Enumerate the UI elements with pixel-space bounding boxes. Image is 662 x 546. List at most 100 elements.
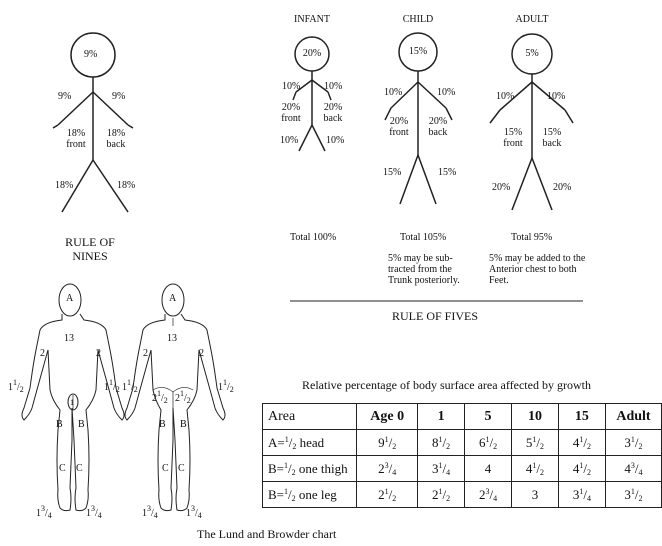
infant-leg-left-label: 10% bbox=[280, 135, 298, 146]
table-header-age: 15 bbox=[558, 404, 605, 430]
child-leg-right-label: 15% bbox=[438, 167, 456, 178]
nines-front-label: 18%front bbox=[62, 128, 90, 150]
front-leg-left-label: C bbox=[59, 463, 66, 474]
child-arm-left-label: 10% bbox=[384, 87, 402, 98]
adult-total: Total 95% bbox=[511, 232, 552, 243]
chart-title: The Lund and Browder chart bbox=[197, 527, 336, 541]
fives-title: RULE OF FIVES bbox=[350, 309, 520, 323]
table-cell-area: B=1/2 one thigh bbox=[263, 456, 357, 482]
table-header-age: 10 bbox=[512, 404, 559, 430]
table-cell-value: 31/2 bbox=[605, 430, 661, 456]
table-header-age: 1 bbox=[418, 404, 465, 430]
adult-note: 5% may be added to the Anterior chest to… bbox=[489, 253, 585, 286]
table-cell-value: 41/2 bbox=[512, 456, 559, 482]
front-upper-arm-right-label: 2 bbox=[96, 348, 101, 359]
table-cell-value: 3 bbox=[512, 482, 559, 508]
front-thigh-right-label: B bbox=[78, 419, 85, 430]
table-caption: Relative percentage of body surface area… bbox=[302, 378, 591, 392]
adult-arm-left-label: 10% bbox=[496, 91, 514, 102]
back-forearm-left-label: 11/2 bbox=[122, 378, 138, 394]
child-head-label: 15% bbox=[403, 46, 433, 57]
child-front-label: 20%front bbox=[383, 116, 415, 138]
table-cell-value: 31/2 bbox=[605, 482, 661, 508]
front-forearm-right-label: 11/2 bbox=[104, 378, 120, 394]
table-cell-value: 61/2 bbox=[465, 430, 512, 456]
table-cell-area: B=1/2 one leg bbox=[263, 482, 357, 508]
table-cell-value: 21/2 bbox=[357, 482, 418, 508]
nines-arm-right-label: 9% bbox=[112, 91, 125, 102]
table-cell-value: 41/2 bbox=[558, 430, 605, 456]
table-header-age: Adult bbox=[605, 404, 661, 430]
adult-arm-right-label: 10% bbox=[547, 91, 565, 102]
nines-leg-left-label: 18% bbox=[55, 180, 73, 191]
child-leg-left-label: 15% bbox=[383, 167, 401, 178]
back-upper-arm-right-label: 2 bbox=[199, 348, 204, 359]
infant-leg-right-label: 10% bbox=[326, 135, 344, 146]
table-cell-value: 31/4 bbox=[558, 482, 605, 508]
front-thigh-left-label: B bbox=[56, 419, 63, 430]
table-cell-value: 81/2 bbox=[418, 430, 465, 456]
back-head-label: A bbox=[169, 293, 176, 304]
table-cell-value: 23/4 bbox=[357, 456, 418, 482]
back-buttock-right-label: 21/2 bbox=[175, 389, 191, 405]
infant-back-label: 20%back bbox=[318, 102, 348, 124]
back-trunk-label: 13 bbox=[167, 333, 177, 344]
table-cell-value: 4 bbox=[465, 456, 512, 482]
front-genital-label: 1 bbox=[70, 398, 74, 407]
back-leg-left-label: C bbox=[162, 463, 169, 474]
infant-total: Total 100% bbox=[290, 232, 336, 243]
child-heading: CHILD bbox=[393, 14, 443, 25]
back-upper-arm-left-label: 2 bbox=[143, 348, 148, 359]
child-note: 5% may be sub- tracted from the Trunk po… bbox=[388, 253, 460, 286]
back-leg-right-label: C bbox=[178, 463, 185, 474]
table-header-age: 5 bbox=[465, 404, 512, 430]
adult-back-label: 15%back bbox=[537, 127, 567, 149]
back-buttock-left-label: 21/2 bbox=[152, 389, 168, 405]
front-forearm-left-label: 11/2 bbox=[8, 378, 24, 394]
table-header-area: Area bbox=[263, 404, 357, 430]
table-cell-value: 23/4 bbox=[465, 482, 512, 508]
front-foot-left-label: 13/4 bbox=[36, 504, 52, 520]
table-cell-area: A=1/2 head bbox=[263, 430, 357, 456]
table-cell-value: 91/2 bbox=[357, 430, 418, 456]
infant-head-label: 20% bbox=[297, 48, 327, 59]
back-foot-right-label: 13/4 bbox=[186, 504, 202, 520]
child-back-label: 20%back bbox=[423, 116, 453, 138]
table-cell-value: 31/4 bbox=[418, 456, 465, 482]
nines-leg-right-label: 18% bbox=[117, 180, 135, 191]
infant-arm-right-label: 10% bbox=[324, 81, 342, 92]
adult-leg-right-label: 20% bbox=[553, 182, 571, 193]
adult-leg-left-label: 20% bbox=[492, 182, 510, 193]
infant-arm-left-label: 10% bbox=[282, 81, 300, 92]
child-arm-right-label: 10% bbox=[437, 87, 455, 98]
back-forearm-right-label: 11/2 bbox=[218, 378, 234, 394]
back-thigh-left-label: B bbox=[159, 419, 166, 430]
front-foot-right-label: 13/4 bbox=[86, 504, 102, 520]
nines-arm-left-label: 9% bbox=[58, 91, 71, 102]
table-cell-value: 43/4 bbox=[605, 456, 661, 482]
table-cell-value: 21/2 bbox=[418, 482, 465, 508]
front-upper-arm-left-label: 2 bbox=[40, 348, 45, 359]
adult-front-label: 15%front bbox=[497, 127, 529, 149]
table-header-age: Age 0 bbox=[357, 404, 418, 430]
front-trunk-label: 13 bbox=[64, 333, 74, 344]
adult-head-label: 5% bbox=[517, 48, 547, 59]
nines-head-label: 9% bbox=[84, 49, 97, 60]
adult-heading: ADULT bbox=[507, 14, 557, 25]
front-head-label: A bbox=[66, 293, 73, 304]
back-thigh-right-label: B bbox=[180, 419, 187, 430]
front-leg-right-label: C bbox=[76, 463, 83, 474]
back-foot-left-label: 13/4 bbox=[142, 504, 158, 520]
nines-back-label: 18%back bbox=[103, 128, 129, 150]
infant-front-label: 20%front bbox=[276, 102, 306, 124]
child-total: Total 105% bbox=[400, 232, 446, 243]
infant-heading: INFANT bbox=[287, 14, 337, 25]
table-cell-value: 41/2 bbox=[558, 456, 605, 482]
